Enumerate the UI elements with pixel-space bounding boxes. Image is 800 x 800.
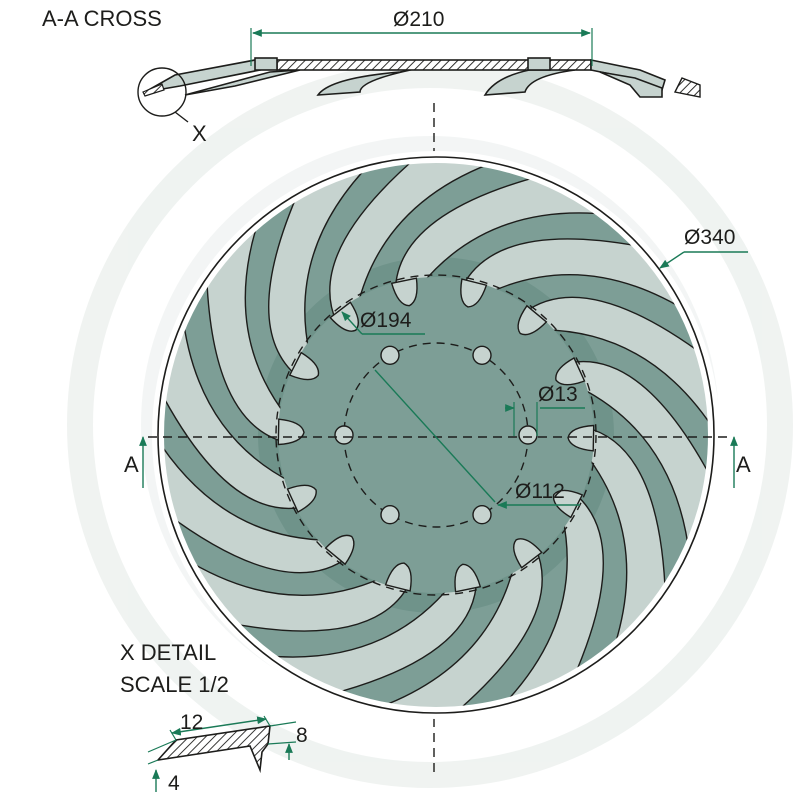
dim-194-label: Ø194	[360, 309, 412, 332]
detail-8-label: 8	[296, 724, 308, 747]
detail-12-label: 12	[180, 711, 203, 734]
disc-slot	[555, 357, 586, 386]
section-hub-right-block	[527, 57, 551, 71]
disc-slot	[552, 489, 584, 519]
dim-194-arrow	[341, 311, 363, 335]
section-a-left-label: A	[124, 452, 139, 477]
disc-hub	[278, 277, 594, 593]
disc-blades	[152, 151, 720, 719]
detail-4-label: 4	[168, 772, 180, 795]
section-hub-left-block	[254, 57, 278, 71]
bolt-hole	[334, 425, 354, 445]
disc-slot	[460, 278, 488, 308]
detail-12-ext	[169, 729, 177, 741]
detail-8-ext2	[267, 741, 297, 745]
dim-112-label: Ø112	[515, 480, 565, 503]
dim-210-label: Ø210	[393, 8, 444, 31]
disc-slot	[288, 351, 320, 381]
disc-slot	[277, 418, 305, 446]
dim-340-label: Ø340	[684, 226, 735, 249]
detail-x-view: X DETAIL SCALE 1/2 12 8 4	[120, 640, 308, 795]
detail-callout-label: X	[192, 121, 207, 146]
disc-slot	[517, 304, 548, 336]
section-a-right-label: A	[736, 452, 751, 477]
bolt-hole	[380, 345, 400, 365]
section-edge-tip	[673, 77, 701, 98]
disc-slot	[390, 277, 418, 307]
dim-112-diagonal	[374, 369, 496, 503]
cross-section-view: X Ø210 A-A CROSS	[42, 6, 701, 146]
dim-340-arrow	[659, 251, 685, 269]
disc-plan-view	[152, 151, 720, 719]
detail-section-shape	[155, 725, 271, 774]
detail-callout-circle	[137, 67, 187, 117]
bolt-hole	[380, 505, 400, 525]
detail-8-ext	[269, 721, 297, 727]
section-title: A-A CROSS	[42, 6, 162, 31]
disc-slot	[286, 484, 317, 513]
detail-title: X DETAIL	[120, 640, 216, 665]
detail-4-ext	[147, 759, 159, 765]
section-edge-left	[142, 83, 165, 97]
bolt-hole	[472, 345, 492, 365]
disc-slot	[512, 538, 543, 569]
disc-slot	[324, 534, 355, 566]
detail-scale: SCALE 1/2	[120, 672, 229, 697]
bolt-hole	[472, 505, 492, 525]
bolt-holes	[334, 345, 538, 525]
bolt-hole	[518, 425, 538, 445]
bolt-circle-194	[275, 274, 597, 596]
detail-12-line	[171, 716, 267, 736]
dim-13-label: Ø13	[538, 383, 578, 406]
detail-4-ext2	[147, 739, 177, 753]
disc-slot	[454, 563, 482, 593]
detail-callout-leader	[174, 111, 189, 123]
disc-edge	[157, 156, 715, 714]
disc-slot	[384, 562, 412, 592]
section-blade-right-lower	[599, 71, 663, 98]
